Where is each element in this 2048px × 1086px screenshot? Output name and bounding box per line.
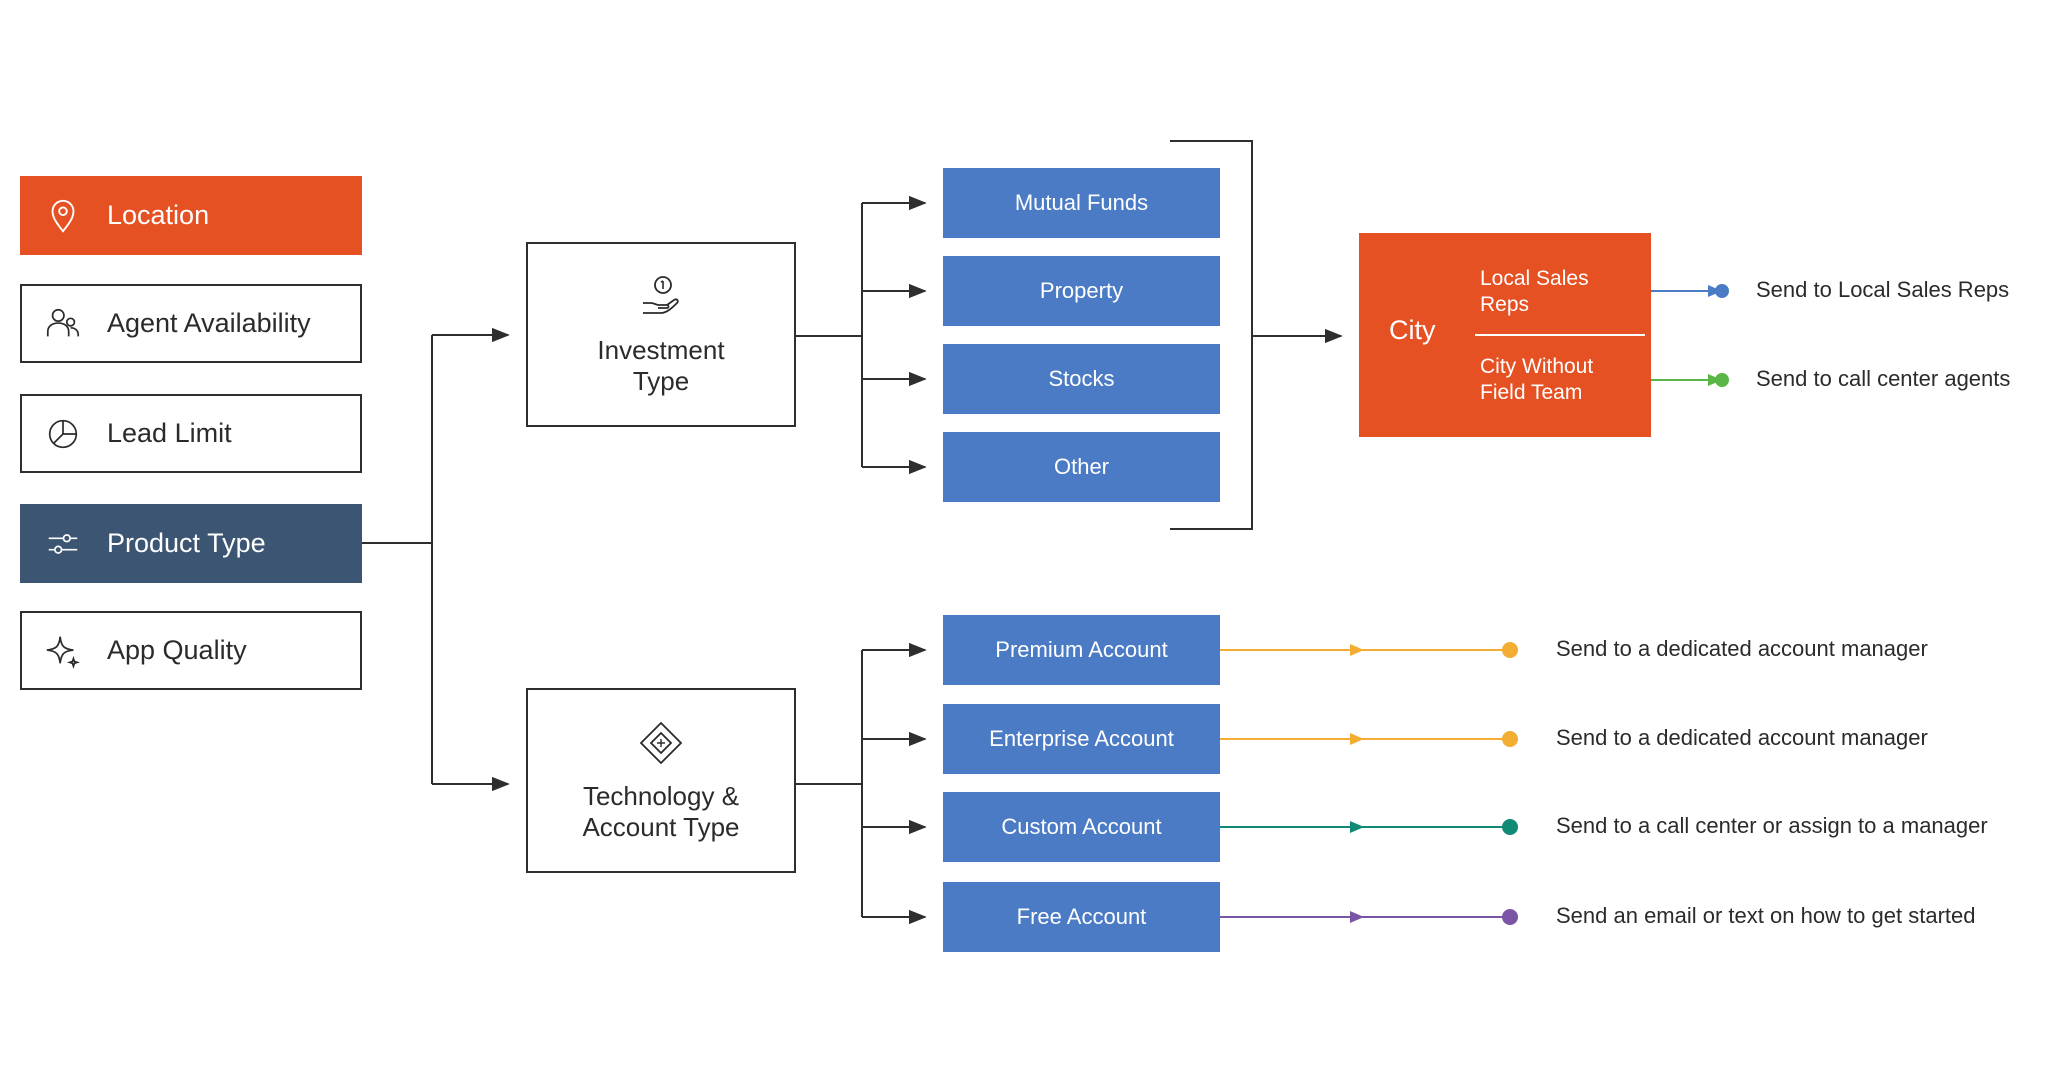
account-outcome-lines (1220, 642, 1518, 925)
category-investment-type[interactable]: Investment Type (526, 242, 796, 427)
option-label: Other (1053, 454, 1110, 479)
sliders-icon (41, 522, 85, 566)
criteria-product-type[interactable]: Product Type (20, 504, 362, 583)
outcome-premium: Send to a dedicated account manager (1556, 636, 1928, 661)
city-outcome-lines (1651, 284, 1729, 387)
city-box[interactable]: City Local Sales Reps City Without Field… (1359, 233, 1651, 437)
hand-coin-icon (637, 273, 685, 321)
category-title-line2: Type (632, 365, 690, 396)
criteria-label: Agent Availability (107, 308, 311, 338)
outcome-free: Send an email or text on how to get star… (1556, 903, 1976, 928)
tree-connectors (362, 140, 1343, 925)
category-title-line1: Investment (597, 334, 725, 365)
option-label: Stocks (1048, 366, 1115, 391)
category-title-line1: Technology & (582, 780, 740, 811)
option-label: Free Account (1016, 904, 1147, 929)
option-label: Premium Account (995, 637, 1168, 662)
diamond-chip-icon (637, 719, 685, 767)
city-label: City (1389, 315, 1436, 345)
dot-local-reps (1715, 284, 1729, 298)
dot-custom (1502, 819, 1518, 835)
category-title-line2: Account Type (582, 811, 740, 842)
option-enterprise-account[interactable]: Enterprise Account (943, 704, 1220, 774)
outcome-custom: Send to a call center or assign to a man… (1556, 813, 1988, 838)
option-stocks[interactable]: Stocks (943, 344, 1220, 414)
option-label: Property (1039, 278, 1124, 303)
dot-premium (1502, 642, 1518, 658)
dot-callcenter (1715, 373, 1729, 387)
city-local-sales-reps: Local Sales Reps (1480, 267, 1589, 316)
criteria-label: Product Type (107, 528, 266, 558)
dot-free (1502, 909, 1518, 925)
pie-chart-icon (41, 412, 85, 456)
sparkle-icon (41, 629, 85, 673)
outcome-enterprise: Send to a dedicated account manager (1556, 725, 1928, 750)
dot-enterprise (1502, 731, 1518, 747)
option-other[interactable]: Other (943, 432, 1220, 502)
option-property[interactable]: Property (943, 256, 1220, 326)
outcome-call-center-agents: Send to call center agents (1756, 366, 2011, 391)
option-premium-account[interactable]: Premium Account (943, 615, 1220, 685)
option-custom-account[interactable]: Custom Account (943, 792, 1220, 862)
city-divider (1475, 334, 1645, 336)
category-technology-account-type[interactable]: Technology & Account Type (526, 688, 796, 873)
criteria-label: App Quality (107, 635, 247, 665)
option-mutual-funds[interactable]: Mutual Funds (943, 168, 1220, 238)
option-label: Custom Account (1001, 814, 1162, 839)
people-icon (41, 302, 85, 346)
criteria-label: Location (107, 200, 210, 230)
city-without-field-team: City Without Field Team (1480, 355, 1594, 404)
criteria-location[interactable]: Location (20, 176, 362, 255)
criteria-app-quality[interactable]: App Quality (20, 611, 362, 690)
location-pin-icon (41, 194, 85, 238)
option-free-account[interactable]: Free Account (943, 882, 1220, 952)
criteria-lead-limit[interactable]: Lead Limit (20, 394, 362, 473)
criteria-agent-availability[interactable]: Agent Availability (20, 284, 362, 363)
outcome-local-sales-reps: Send to Local Sales Reps (1756, 277, 2010, 302)
option-label: Enterprise Account (989, 726, 1174, 751)
criteria-label: Lead Limit (107, 418, 232, 448)
option-label: Mutual Funds (1014, 190, 1149, 215)
